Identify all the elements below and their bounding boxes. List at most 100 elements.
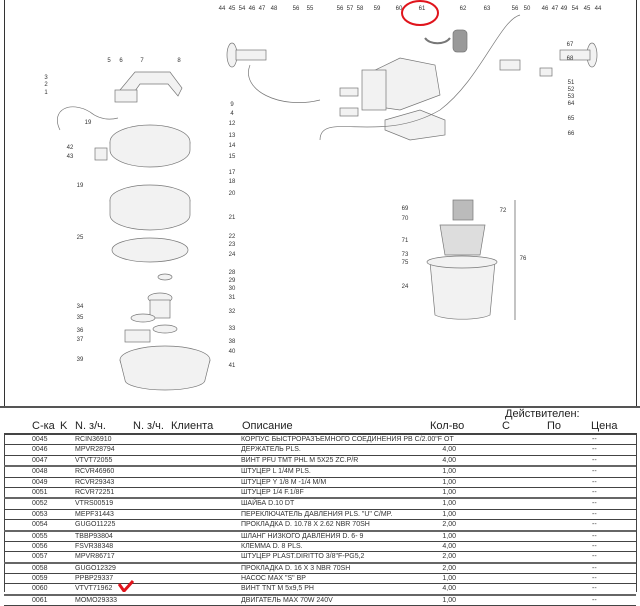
callout-label: 71 — [401, 238, 409, 244]
part-qty: 1,00 — [442, 532, 456, 540]
callout-label: 66 — [567, 131, 575, 137]
callout-label: 12 — [228, 121, 236, 127]
part-number: RCVR46960 — [75, 468, 115, 476]
part-number: MOMO29333 — [75, 596, 118, 604]
col-client: Клиента — [171, 420, 214, 432]
callout-label: 64 — [567, 101, 575, 107]
callout-label: 46 — [248, 6, 256, 12]
frame-border — [4, 0, 5, 408]
callout-label: 69 — [401, 206, 409, 212]
col-description: Описание — [242, 420, 293, 432]
table-row[interactable]: 0057 MPVR86717 ШТУЦЕР PLAST.DIRITTO 3/8"F-… — [4, 552, 636, 564]
part-number: VTVT71962 — [75, 585, 113, 593]
part-price: -- — [592, 596, 597, 604]
callout-label: 29 — [228, 278, 236, 284]
callout-label: 57 — [346, 6, 354, 12]
part-code: 0058 — [32, 564, 48, 572]
callout-label: 31 — [228, 295, 236, 301]
callout-label: 35 — [76, 315, 84, 321]
callout-label: 67 — [566, 42, 574, 48]
part-price: -- — [592, 456, 597, 464]
part-description: ПЕРЕКЛЮЧАТЕЛЬ ДАВЛЕНИЯ PLS. "U" C/MP. — [241, 510, 393, 518]
parts-drawing — [57, 0, 598, 391]
col-from: С — [502, 420, 510, 432]
callout-label: 24 — [228, 252, 236, 258]
part-description: ШАЙБА D.10 DT — [241, 500, 295, 508]
callout-label: 23 — [228, 242, 236, 248]
part-price: -- — [592, 446, 597, 454]
callout-label: 38 — [228, 339, 236, 345]
red-check-mark-icon — [118, 580, 134, 592]
flange-part — [111, 237, 189, 263]
part-price: -- — [592, 478, 597, 486]
part-price: -- — [592, 436, 597, 443]
section-divider — [0, 406, 640, 408]
part-code: 0059 — [32, 575, 48, 583]
callout-label: 54 — [238, 6, 246, 12]
callout-label: 9 — [230, 102, 234, 108]
part-qty: 1,00 — [442, 488, 456, 496]
callout-label: 18 — [228, 179, 236, 185]
callout-label: 56 — [511, 6, 519, 12]
callout-label: 30 — [228, 286, 236, 292]
part-number: GUGO12329 — [75, 564, 116, 572]
callout-label: 22 — [228, 234, 236, 240]
callout-label: 13 — [228, 133, 236, 139]
part-code: 0055 — [32, 532, 48, 540]
part-description: НАСОС MAX "S" BP — [241, 575, 306, 583]
callout-label: 56 — [336, 6, 344, 12]
part-price: -- — [592, 553, 597, 561]
part-qty: 4,00 — [442, 456, 456, 464]
part-description: ШТУЦЕР 1/4 F.1/8F — [241, 488, 304, 496]
callout-label: 33 — [228, 326, 236, 332]
part-number: MPVR86717 — [75, 553, 115, 561]
callout-label: 15 — [228, 154, 236, 160]
callout-label: 25 — [76, 235, 84, 241]
part-number: TBBP93804 — [75, 532, 113, 540]
callout-label: 44 — [594, 6, 602, 12]
callout-label: 70 — [401, 216, 409, 222]
part-description: ШТУЦЕР PLAST.DIRITTO 3/8"F-PG5,2 — [241, 553, 365, 561]
part-qty: 2,00 — [442, 564, 456, 572]
cable-part — [57, 106, 119, 131]
callout-label: 62 — [459, 6, 467, 12]
callout-label: 61 — [418, 6, 426, 12]
callout-label: 39 — [76, 357, 84, 363]
part-code: 0048 — [32, 468, 48, 476]
part-code: 0047 — [32, 456, 48, 464]
hose-part — [319, 14, 521, 141]
part-qty: 1,00 — [442, 510, 456, 518]
callout-label: 72 — [499, 208, 507, 214]
highlight-circle — [401, 0, 439, 26]
part-code: 0052 — [32, 500, 48, 508]
part-code: 0057 — [32, 553, 48, 561]
callout-label: 58 — [356, 6, 364, 12]
part-price: -- — [592, 575, 597, 583]
part-description: КЛЕММА D. 8 PLS. — [241, 542, 303, 550]
part-price: -- — [592, 468, 597, 476]
callout-label: 52 — [567, 87, 575, 93]
part-number: VTVT72055 — [75, 456, 113, 464]
callout-label: 73 — [401, 252, 409, 258]
part-description: ДВИГАТЕЛЬ MAX 70W 240V — [241, 596, 333, 604]
part-code: 0051 — [32, 488, 48, 496]
table-border — [636, 433, 637, 592]
part-code: 0061 — [32, 596, 48, 604]
callout-label: 4 — [230, 111, 234, 117]
